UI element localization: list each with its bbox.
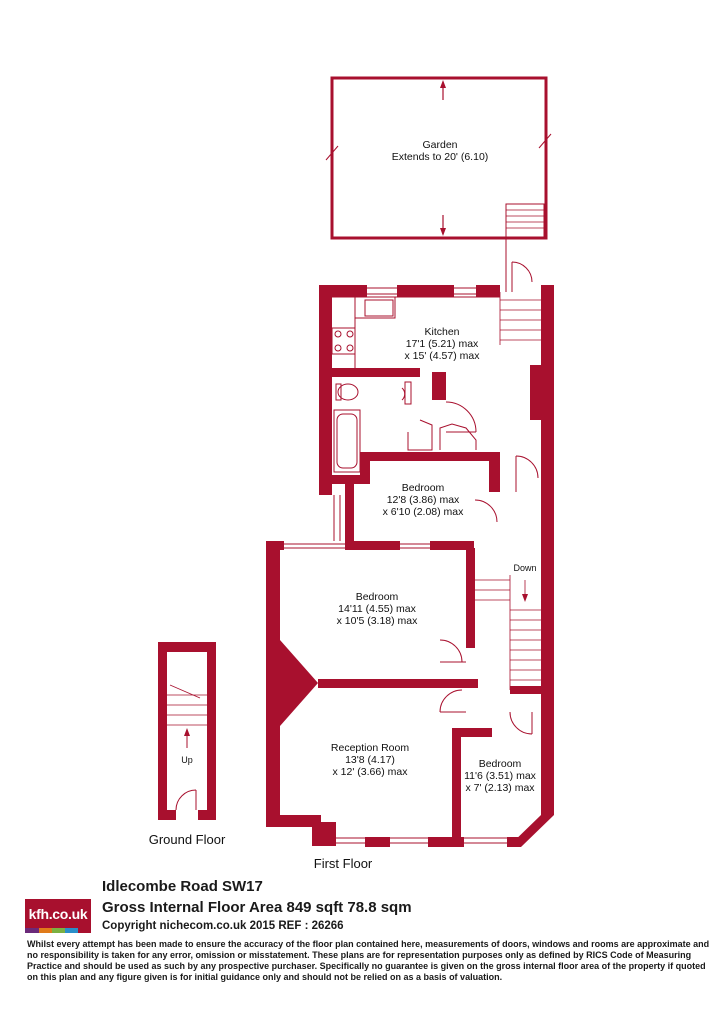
first-floor-label: First Floor	[314, 856, 373, 870]
stairs-down	[475, 292, 541, 690]
logo-bar-5	[78, 928, 91, 933]
logo-bar-4	[65, 928, 78, 933]
kitchen-fittings	[331, 296, 500, 368]
floor-plan: Garden Extends to 20' (6.10) Kitchen 17'…	[149, 76, 554, 870]
doors	[439, 261, 539, 735]
logo-bar-1	[25, 928, 39, 933]
bedroom-1-name: Bedroom	[402, 482, 445, 494]
kfh-logo: kfh.co.uk	[25, 899, 91, 933]
windows	[284, 287, 507, 844]
bedroom-3-dims-2: x 7' (2.13) max	[465, 782, 535, 794]
stairs-up-label: Up	[181, 755, 193, 765]
first-floor-walls	[266, 285, 554, 847]
garden-dims: Extends to 20' (6.10)	[392, 151, 489, 163]
logo-bar-3	[52, 928, 65, 933]
kitchen-dims-2: x 15' (4.57) max	[405, 350, 481, 362]
bedroom-1-dims-1: 12'8 (3.86) max	[387, 494, 460, 506]
ground-floor-label: Ground Floor	[149, 832, 226, 847]
kitchen-dims-1: 17'1 (5.21) max	[406, 338, 479, 350]
bedroom-3-dims-1: 11'6 (3.51) max	[464, 770, 537, 782]
bedroom-3-name: Bedroom	[479, 758, 522, 770]
bathroom-fittings	[333, 381, 477, 473]
reception-dims-2: x 12' (3.66) max	[333, 766, 409, 778]
down-arrow-icon	[522, 594, 528, 602]
kitchen-name: Kitchen	[424, 326, 459, 338]
ground-floor-plan	[158, 642, 216, 820]
garden-area	[325, 76, 552, 292]
bedroom-2-name: Bedroom	[356, 591, 399, 603]
property-address: Idlecombe Road SW17	[102, 878, 263, 895]
reception-dims-1: 13'8 (4.17)	[345, 754, 395, 766]
stairs-down-label: Down	[513, 563, 536, 573]
disclaimer: Whilst every attempt has been made to en…	[27, 939, 710, 982]
bedroom-2-dims-1: 14'11 (4.55) max	[338, 603, 416, 615]
bedroom-2-dims-2: x 10'5 (3.18) max	[337, 615, 419, 627]
copyright: Copyright nichecom.co.uk 2015 REF : 2626…	[102, 920, 344, 932]
floor-area: Gross Internal Floor Area 849 sqft 78.8 …	[102, 899, 412, 916]
logo-text: kfh.co.uk	[28, 906, 88, 922]
reception-name: Reception Room	[331, 742, 409, 754]
garden-name: Garden	[422, 139, 457, 151]
logo-bar-2	[39, 928, 52, 933]
bedroom-1-dims-2: x 6'10 (2.08) max	[383, 506, 465, 518]
